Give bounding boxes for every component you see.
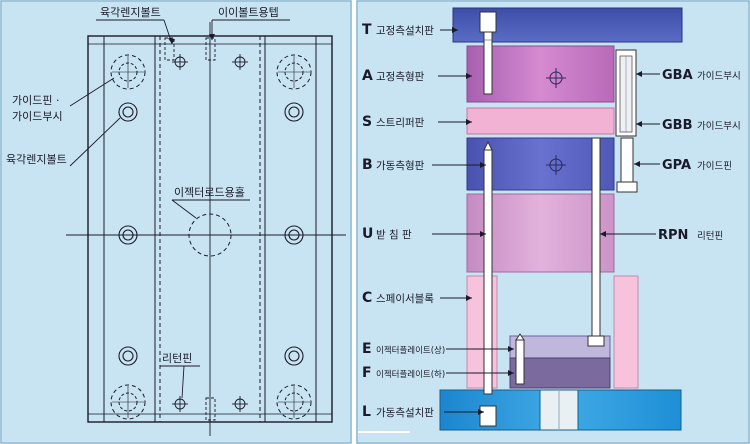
plate-code-f: F — [362, 365, 372, 381]
top-hex-bolt — [479, 11, 497, 95]
return-pin — [587, 137, 605, 347]
plate-name-s: 스트리퍼판 — [376, 117, 425, 129]
guide-bush-hole-top-left — [110, 54, 146, 90]
plate-code-a: A — [362, 68, 373, 84]
cavity-mark — [546, 68, 566, 175]
spacer-block-right — [613, 275, 639, 389]
part-code-gbb: GBB — [662, 118, 693, 133]
return-pin-hole — [172, 54, 248, 412]
plate-f — [509, 357, 611, 389]
plate-name-l: 가동측설치판 — [376, 407, 434, 419]
part-name-rpn: 리턴핀 — [697, 231, 723, 242]
part-name-gbb: 가이드부시 — [697, 121, 741, 132]
ejector-pin-short — [515, 333, 525, 385]
left-panel-background — [0, 0, 352, 444]
right-panel: T 고정측설치판 A 고정측형판 S 스트리퍼판 B 가동측형판 U 받 침 판… — [356, 0, 750, 444]
plate-name-a: 고정측형판 — [376, 71, 425, 83]
plate-name-t: 고정측설치판 — [376, 25, 434, 37]
hex-bolt-hole — [118, 102, 304, 366]
plate-code-s: S — [362, 114, 372, 130]
left-panel: 육각렌지볼트 이이볼트용텝 가이드핀 · 가이드부시 육각렌지볼트 이젝터로드용… — [0, 0, 352, 444]
label-ejector-rod-hole: 이젝터로드용홀 — [174, 186, 245, 199]
guide-bush-hole-top-right — [276, 54, 312, 90]
plate-code-c: C — [362, 290, 372, 306]
eye-bolt-tap — [164, 37, 216, 421]
part-code-rpn: RPN — [658, 228, 688, 243]
guide-bush-hole-bottom-right — [276, 384, 312, 420]
plate-code-u: U — [362, 226, 373, 242]
guide-bush-assembly — [615, 49, 638, 193]
leader-lines — [69, 19, 290, 399]
plate-s — [466, 107, 615, 135]
label-hex-bolt-top: 육각렌지볼트 — [100, 6, 161, 19]
part-name-gpa: 가이드핀 — [697, 161, 732, 172]
part-code-gba: GBA — [662, 68, 693, 83]
plate-name-b: 가동측형판 — [376, 160, 425, 172]
ejector-rod-hole — [188, 213, 232, 257]
plate-name-c: 스페이서블록 — [376, 293, 434, 305]
plate-name-e: 이젝터플레이트(상) — [376, 345, 445, 356]
label-guide-pin: 가이드핀 · — [12, 94, 59, 107]
part-code-gpa: GPA — [662, 158, 691, 173]
label-return-pin: 리턴핀 — [162, 352, 192, 365]
label-eye-bolt-hole: 이이볼트용텝 — [218, 6, 279, 19]
label-hex-bolt-side: 육각렌지볼트 — [6, 153, 67, 166]
plate-name-f: 이젝터플레이트(하) — [376, 369, 445, 380]
guide-bush-hole-bottom-left — [110, 384, 146, 420]
ejector-pin — [479, 140, 497, 427]
plate-code-b: B — [362, 157, 373, 173]
part-name-gba: 가이드부시 — [697, 71, 741, 82]
plate-code-t: T — [362, 22, 372, 38]
plate-name-u: 받 침 판 — [376, 229, 412, 241]
plate-code-l: L — [362, 404, 371, 420]
label-guide-bush: 가이드부시 — [12, 110, 63, 123]
plate-code-e: E — [362, 341, 372, 357]
